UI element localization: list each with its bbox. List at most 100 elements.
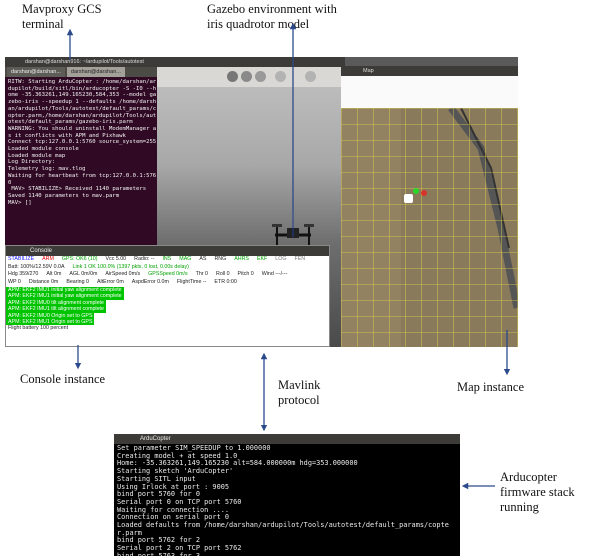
arducopter-line: Home: -35.363261,149.165230 alt=584.0000… [117, 459, 358, 468]
terminal-line: 0 [8, 179, 12, 186]
console-field: Distance 0m [28, 278, 59, 285]
terminal-line: Loaded module console [8, 146, 79, 153]
console-message: APM: EKF2 IMU0 tilt alignment complete [6, 299, 106, 307]
console-field: AGL 0m/0m [69, 271, 98, 277]
gazebo-titlebar [155, 57, 345, 67]
console-field: STABILIZE [8, 256, 35, 262]
console-field: EKF [256, 256, 268, 262]
annotation-map-instance: Map instance [457, 380, 524, 394]
terminal-line: ome -35.363261,149.165230,584,353 --mode… [8, 92, 157, 99]
console-field: AltError 0m [97, 278, 124, 285]
console-title: Console [6, 246, 329, 256]
console-field: FlightTime -- [176, 278, 207, 285]
console-field: Radio: -- [134, 256, 155, 262]
map-satellite-view[interactable] [341, 108, 518, 347]
arducopter-line: Waiting for connection .... [117, 505, 230, 514]
console-field: Roll 0 [216, 271, 230, 277]
terminal-line: opter.parm,/home/darshan/ardupilot/Tools… [8, 112, 157, 119]
console-field: GPSSpeed 0m/s [148, 271, 188, 277]
terminal-line: Waiting for heartbeat from tcp:127.0.0.1… [8, 172, 157, 179]
map-grid [341, 108, 518, 347]
terminal-line: dupilot/build/sitl/bin/arducopter -S -I0… [8, 85, 157, 92]
arducopter-line: Starting sketch 'ArduCopter' [117, 467, 234, 476]
arducopter-line: bind port 5760 for 0 [117, 490, 200, 499]
gz-sun-icon[interactable] [275, 71, 286, 82]
console-telemetry-row: Hdg 359/270 Alt 0m AGL 0m/0m AirSpeed 0m/s G… [6, 271, 329, 279]
console-field: Thr 0 [195, 271, 208, 277]
terminal-line: otest/default_params/gazebo-iris.parm [8, 119, 133, 126]
console-field: FEN [294, 256, 306, 262]
console-message: APM: EKF2 IMU0 Origin set to GPS [6, 312, 95, 320]
console-field: Vcc 5.00 [105, 256, 127, 262]
console-field: Alt 0m [46, 271, 62, 277]
console-field: Bearing 0 [66, 278, 89, 285]
arducopter-line: Creating model + at speed 1.0 [117, 451, 238, 460]
waypoint-marker[interactable] [413, 188, 419, 194]
console-field: AirSpeed 0m/s [105, 271, 141, 277]
terminal-line: Log Directory: [8, 159, 56, 166]
gz-select-icon[interactable] [227, 71, 238, 82]
map-title: Map [341, 66, 518, 76]
arducopter-line: Connection on serial port 0 [117, 513, 230, 522]
mavproxy-terminal[interactable]: darshan@darshan916: ~/ardupilot/Tools/au… [5, 57, 157, 277]
terminal-title: darshan@darshan916: ~/ardupilot/Tools/au… [5, 57, 157, 67]
annotation-arducopter-stack: Arducopter firmware stack running [500, 470, 575, 514]
arducopter-line: Loaded defaults from /home/darshan/ardup… [117, 521, 449, 530]
terminal-line: Telemetry log: mav.tlog [8, 166, 86, 173]
arducopter-title: ArduCopter [114, 434, 460, 444]
console-field: Link 1 OK 100.0% (1397 pkts, 0 lost, 0.0… [72, 263, 189, 270]
terminal-output: RITW: Starting ArduCopter : /home/darsha… [5, 77, 157, 208]
arducopter-line: Set parameter SIM_SPEEDUP to 1.000000 [117, 444, 271, 452]
arducopter-line: Serial port 0 on TCP port 5760 [117, 497, 242, 506]
terminal-line: RITW: Starting ArduCopter : /home/darsha… [8, 79, 157, 85]
arducopter-line: Starting SITL input [117, 474, 196, 483]
gz-camera-icon[interactable] [305, 71, 316, 82]
map-window[interactable]: Map [341, 66, 518, 347]
gz-translate-icon[interactable] [241, 71, 252, 82]
arducopter-line: bind port 5762 for 2 [117, 536, 200, 545]
console-last-message: Flight battery 100 percent [8, 325, 69, 332]
arducopter-line: Using Irlock at port : 9005 [117, 482, 230, 491]
map-blank-area [341, 76, 518, 108]
terminal-tab-1[interactable]: darshan@darshan... [7, 67, 65, 77]
arducopter-terminal[interactable]: ArduCopter Set parameter SIM_SPEEDUP to … [114, 434, 460, 556]
terminal-line: s it conflicts with APM and Pixhawk [8, 132, 126, 139]
console-field: RNG [214, 256, 227, 262]
console-field: AS [199, 256, 207, 262]
console-message: APM: EKF2 IMU1 initial yaw alignment com… [6, 293, 124, 300]
console-message: APM: EKF2 IMU1 Origin set to GPS [6, 319, 95, 326]
terminal-line: zebo-iris --speedup 1 --defaults /home/d… [8, 99, 157, 106]
arducopter-line: bind port 5763 for 3 [117, 551, 200, 556]
vehicle-icon[interactable] [404, 194, 413, 203]
arducopter-line: Serial port 2 on TCP port 5762 [117, 544, 242, 553]
gz-rotate-icon[interactable] [255, 71, 266, 82]
gazebo-toolbar [155, 67, 345, 87]
console-field: Pitch 0 [237, 271, 254, 277]
desktop-screenshot: darshan@darshan916: ~/ardupilot/Tools/au… [5, 57, 518, 347]
terminal-line: Loaded module map [8, 152, 66, 159]
terminal-line: Connect tcp:127.0.0.1:5760 source_system… [8, 139, 157, 146]
terminal-line: MAV> STABILIZE> Received 1140 parameters [8, 186, 147, 193]
console-messages: APM: EKF2 IMU1 initial yaw alignment com… [6, 287, 329, 326]
console-field: MAG [179, 256, 192, 262]
console-field: Batt: 100%/12.59V 0.0A [8, 263, 65, 270]
console-message: APM: EKF2 IMU1 tilt alignment complete [6, 306, 106, 313]
console-field: GPS: OK6 (10) [61, 256, 98, 262]
terminal-line: an/ardupilot/Tools/autotest/default_para… [8, 105, 157, 112]
console-field: Hdg 359/270 [8, 271, 39, 277]
arducopter-line: r.parm [117, 528, 142, 537]
console-field: ETR 0:00 [214, 278, 237, 285]
terminal-tab-2[interactable]: darshan@darshan... [66, 67, 125, 77]
console-field: AHRS [234, 256, 249, 262]
terminal-line: MAV> [] [8, 199, 32, 206]
annotation-console-instance: Console instance [20, 372, 106, 386]
console-field: INS [162, 256, 172, 262]
console-message: APM: EKF2 IMU1 initial yaw alignment com… [6, 287, 124, 294]
home-marker[interactable] [421, 190, 427, 196]
terminal-tabs: darshan@darshan... darshan@darshan... [5, 67, 157, 77]
